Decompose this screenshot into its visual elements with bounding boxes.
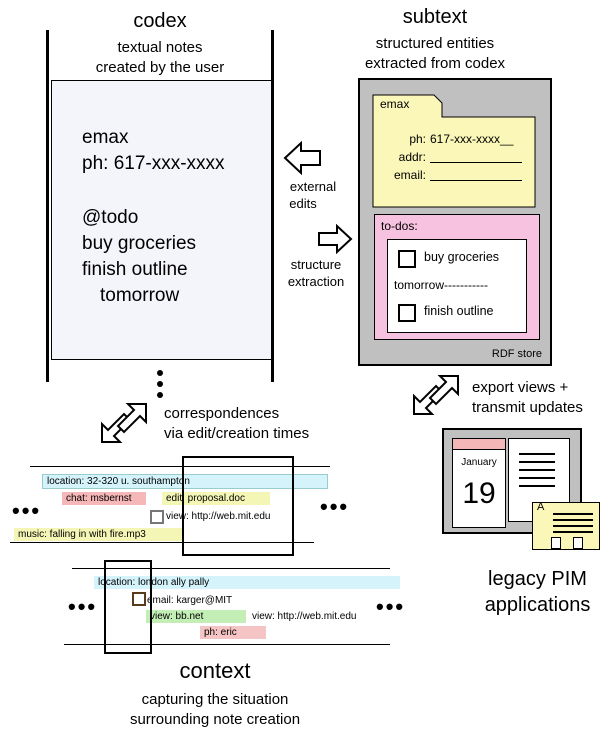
- codex-subtitle-1: textual notes: [117, 39, 203, 56]
- export-label-2: transmit updates: [472, 399, 583, 416]
- strip2-view[interactable]: view: http://web.mit.edu: [252, 611, 357, 622]
- codex-right-rail: [271, 30, 274, 382]
- todos-label: to-dos:: [381, 219, 418, 233]
- strip2-line-bottom: [64, 644, 390, 645]
- web-page-icon: [150, 510, 164, 524]
- correspondences-arrows-icon: [101, 403, 147, 443]
- subtext-title: subtext: [402, 6, 468, 28]
- structure-label-2: extraction: [287, 274, 345, 289]
- strip1-music[interactable]: music: falling in with fire.mp3: [14, 528, 182, 541]
- todos-list: buy groceries tomorrow----------- finish…: [387, 239, 527, 333]
- strip1-view[interactable]: view: http://web.mit.edu: [166, 511, 271, 522]
- subtext-subtitle-1: structured entities: [375, 35, 495, 52]
- contact-card-shape: [372, 94, 536, 208]
- strip2-green-spill: [232, 610, 246, 623]
- strip2-ellipsis-left: •••: [68, 594, 98, 619]
- contact-ph-label: ph:: [409, 132, 426, 146]
- strip2-view-green[interactable]: view: bb.net: [146, 610, 238, 623]
- address-book-icon: A: [532, 501, 600, 550]
- strip1-edit[interactable]: edit: proposal.doc: [162, 492, 270, 505]
- strip2-ph[interactable]: ph: eric: [200, 626, 266, 639]
- strip2-location[interactable]: location: london ally pally: [94, 576, 400, 589]
- strip1-time-window: [182, 456, 294, 556]
- rdf-store-label: RDF store: [491, 348, 542, 360]
- structure-label-1: structure: [290, 257, 342, 272]
- correspondences-label-1: correspondences: [164, 405, 280, 422]
- note-line-outline: finish outline: [82, 259, 188, 280]
- dot: [157, 370, 163, 376]
- todo-item-outline: finish outline: [424, 304, 494, 318]
- contact-addr-field[interactable]: [430, 162, 522, 163]
- strip1-location[interactable]: location: 32-320 u. southampton: [42, 474, 328, 489]
- codex-title: codex: [133, 10, 187, 32]
- todo-item-tomorrow: tomorrow-----------: [394, 278, 488, 292]
- external-edits-label-2: edits: [289, 196, 317, 211]
- subtext-subtitle-2: extracted from codex: [364, 55, 506, 72]
- note-line-phone: ph: 617-xxx-xxxx: [82, 153, 225, 174]
- export-arrows-icon: [413, 375, 459, 415]
- arrow-left-icon: [283, 140, 321, 176]
- todo-item-groceries: buy groceries: [424, 250, 500, 264]
- correspondences-label-2: via edit/creation times: [164, 425, 310, 442]
- legacy-label-2: applications: [484, 594, 591, 616]
- note-line-groceries: buy groceries: [82, 233, 197, 254]
- note-line-tomorrow: tomorrow: [100, 285, 180, 306]
- dot: [157, 381, 163, 387]
- contact-ph-value[interactable]: 617-xxx-xxxx__: [430, 132, 514, 146]
- contact-card-name: emax: [380, 97, 410, 111]
- strip2-time-window: [104, 560, 152, 654]
- context-subtitle-2: surrounding note creation: [129, 711, 301, 728]
- strip1-chat[interactable]: chat: msbernst: [62, 492, 146, 505]
- rdf-store[interactable]: emax ph: 617-xxx-xxxx__ addr: email: to-…: [358, 78, 552, 366]
- calendar-icon: January 19: [452, 438, 506, 528]
- strip1-line-top: [30, 466, 330, 467]
- calendar-month: January: [461, 457, 497, 468]
- contact-addr-label: addr:: [398, 150, 426, 164]
- strip1-ellipsis-left: •••: [12, 498, 42, 523]
- calendar-header: [453, 439, 505, 450]
- arrow-right-icon: [318, 224, 353, 254]
- strip1-ellipsis-right: •••: [320, 494, 350, 519]
- context-subtitle-1: capturing the situation: [141, 691, 289, 708]
- todo-checkbox[interactable]: [398, 250, 416, 268]
- codex-note-page[interactable]: emax ph: 617-xxx-xxxx @todo buy grocerie…: [51, 80, 272, 360]
- strip2-line-top: [72, 568, 390, 569]
- export-label-1: export views +: [472, 379, 569, 396]
- note-line-todo-tag: @todo: [82, 207, 139, 228]
- contact-email-field[interactable]: [430, 180, 522, 181]
- external-edits-label-1: external: [289, 179, 337, 194]
- codex-left-rail: [46, 30, 49, 382]
- todos-box: to-dos: buy groceries tomorrow----------…: [374, 214, 540, 340]
- codex-subtitle-2: created by the user: [95, 59, 225, 76]
- todo-checkbox[interactable]: [398, 304, 416, 322]
- strip1-line-bottom: [10, 542, 314, 543]
- contact-email-label: email:: [393, 168, 426, 182]
- strip2-email[interactable]: email: karger@MIT: [147, 595, 233, 606]
- context-title: context: [179, 658, 251, 683]
- note-line-name: emax: [82, 127, 129, 148]
- email-icon: [132, 592, 146, 606]
- calendar-day: 19: [462, 477, 496, 510]
- address-letter: A: [537, 501, 545, 513]
- legacy-label-1: legacy PIM: [488, 568, 587, 590]
- strip2-ellipsis-right: •••: [376, 594, 406, 619]
- dot: [157, 392, 163, 398]
